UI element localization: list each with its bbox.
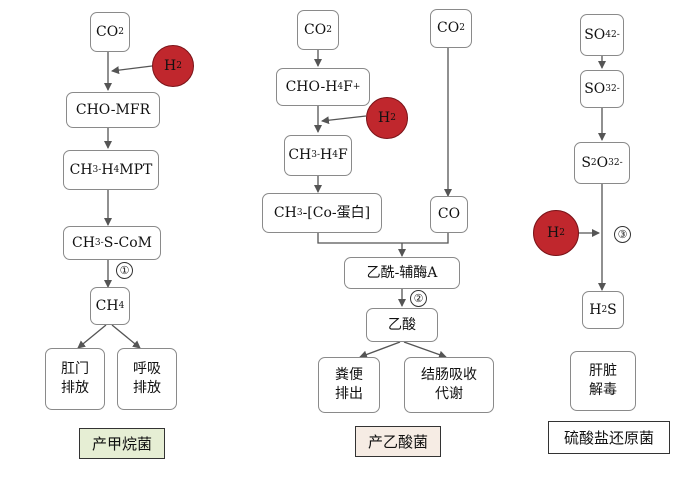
node-co: CO bbox=[430, 196, 468, 233]
category-label-sulfate-reducers: 硫酸盐还原菌 bbox=[548, 421, 670, 454]
category-label-acetogens: 产乙酸菌 bbox=[355, 426, 441, 457]
step-marker-2: ② bbox=[410, 290, 427, 307]
output-fecal-excretion: 粪便 排出 bbox=[318, 357, 380, 413]
step-marker-3: ③ bbox=[614, 226, 631, 243]
step-marker-1: ① bbox=[116, 262, 133, 279]
node-cho-mfr: CHO-MFR bbox=[66, 92, 160, 128]
output-anal-discharge: 肛门 排放 bbox=[45, 348, 105, 410]
output-colon-absorption: 结肠吸收 代谢 bbox=[404, 357, 494, 413]
output-breath-discharge: 呼吸 排放 bbox=[117, 348, 177, 410]
category-label-methanogens: 产甲烷菌 bbox=[79, 428, 165, 459]
node-acetyl-coa: 乙酰-辅酶A bbox=[344, 257, 460, 289]
node-acetic-acid: 乙酸 bbox=[366, 308, 438, 342]
output-liver-detox: 肝脏 解毒 bbox=[570, 351, 636, 411]
